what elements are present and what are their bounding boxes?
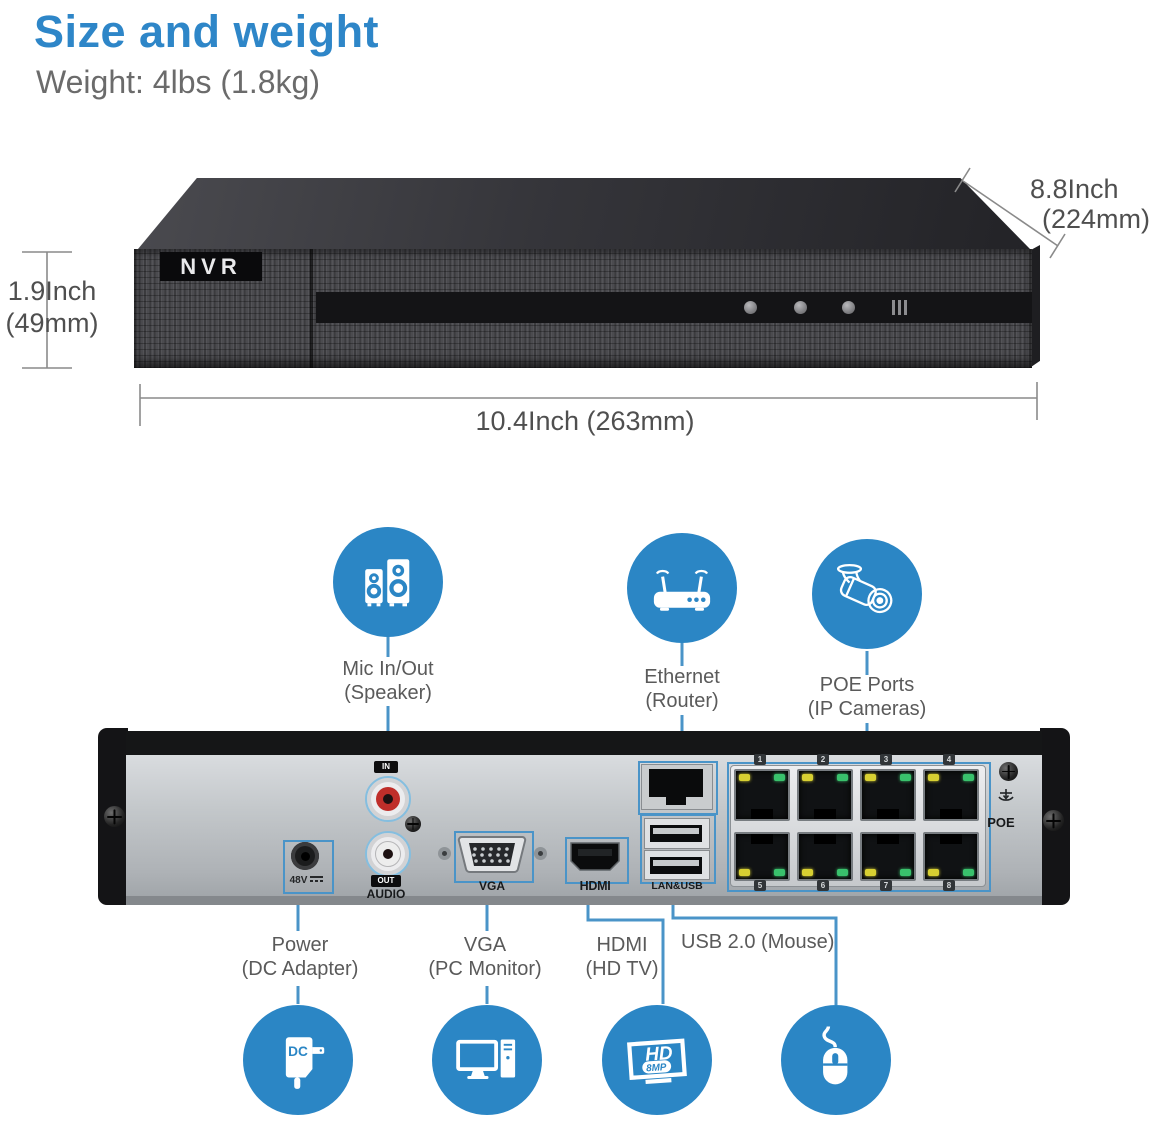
router-icon xyxy=(627,533,737,643)
usb-port xyxy=(644,818,710,849)
hd-text: HD xyxy=(645,1043,674,1066)
nvr-right-face xyxy=(1031,245,1040,367)
nvr-logo: NVR xyxy=(160,252,262,281)
hd-tv-icon: HD 8MP xyxy=(602,1005,712,1115)
mouse-icon xyxy=(781,1005,891,1115)
screw-icon xyxy=(1043,810,1064,831)
vga-port xyxy=(457,836,527,873)
screw-icon xyxy=(104,806,125,827)
led-indicator xyxy=(794,301,807,314)
dc-adapter-icon: DC xyxy=(243,1005,353,1115)
poe-label: POE xyxy=(987,815,1015,830)
poe-led-green xyxy=(774,774,785,781)
vga-callout-label: VGA(PC Monitor) xyxy=(428,934,542,980)
poe-port-number: 5 xyxy=(754,880,766,891)
poe-port-number: 2 xyxy=(817,754,829,765)
ground-icon xyxy=(998,789,1014,801)
vga-screw-hole xyxy=(534,847,547,860)
hdmi-port xyxy=(570,842,620,871)
router-label: Ethernet(Router) xyxy=(644,666,720,712)
poe-port-number: 1 xyxy=(754,754,766,765)
usb-highlight-box xyxy=(640,814,716,884)
usb-port xyxy=(644,850,710,880)
vga-highlight-box xyxy=(454,831,534,883)
audio-label: AUDIO xyxy=(366,887,406,901)
led-indicator xyxy=(842,301,855,314)
camera-icon xyxy=(812,539,922,649)
height-dimension-inch: 1.9Inch xyxy=(7,276,97,306)
poe-port xyxy=(923,832,979,881)
front-led-stripe xyxy=(316,292,1032,323)
audio-out-rca-jack xyxy=(365,831,411,877)
mp-text: 8MP xyxy=(646,1062,667,1074)
audio-in-rca-jack xyxy=(365,776,411,822)
poe-led-yellow xyxy=(739,774,750,781)
nvr-front-face: NVR xyxy=(134,249,1032,368)
poe-port xyxy=(797,832,853,881)
poe-port xyxy=(860,769,916,821)
audio-in-label: IN xyxy=(374,761,398,773)
poe-highlight-box xyxy=(727,762,991,892)
dimension-lines xyxy=(22,167,1066,426)
dc-text: DC xyxy=(288,1044,308,1059)
dc-symbol-icon xyxy=(310,876,324,884)
poe-port-number: 8 xyxy=(943,880,955,891)
poe-port xyxy=(923,769,979,821)
power-port-label: 48V xyxy=(283,875,330,886)
audio-out-label: OUT xyxy=(371,875,401,887)
depth-dimension-inch: 8.8Inch xyxy=(1030,174,1119,204)
dc-power-jack xyxy=(291,842,319,870)
power-callout-label: Power(DC Adapter) xyxy=(241,934,359,980)
nvr-top-face xyxy=(138,178,1030,249)
poe-ports-label: POE Ports(IP Cameras) xyxy=(807,674,927,720)
vga-label: VGA xyxy=(478,879,505,893)
screw-icon xyxy=(999,762,1018,781)
vga-screw-hole xyxy=(438,847,451,860)
pc-monitor-icon xyxy=(432,1005,542,1115)
poe-port xyxy=(860,832,916,881)
poe-port-number: 3 xyxy=(880,754,892,765)
poe-port xyxy=(734,769,790,821)
power-highlight-box xyxy=(283,840,334,894)
hdmi-callout-label: HDMI(HD TV) xyxy=(585,934,659,980)
hdmi-label: HDMI xyxy=(579,879,611,893)
vent-icon xyxy=(892,300,907,315)
poe-port-number: 4 xyxy=(943,754,955,765)
speakers-icon xyxy=(333,527,443,637)
panel-top-strip xyxy=(126,731,1042,755)
page-title: Size and weight xyxy=(34,6,380,57)
weight-text: Weight: 4lbs (1.8kg) xyxy=(36,64,320,100)
width-dimension: 10.4Inch (263mm) xyxy=(475,406,695,436)
depth-dimension-mm: (224mm) xyxy=(1042,204,1151,234)
poe-port xyxy=(797,769,853,821)
panel-bottom-strip xyxy=(126,896,1042,905)
lan-usb-label: LAN&USB xyxy=(651,880,703,892)
front-panel-divider xyxy=(310,249,313,368)
speakers-label: Mic In/Out(Speaker) xyxy=(342,658,434,704)
rear-panel: 48V IN OUT AUDIO VGA xyxy=(98,728,1070,905)
screw-icon xyxy=(405,816,421,832)
led-indicator xyxy=(744,301,757,314)
poe-port-number: 7 xyxy=(880,880,892,891)
ethernet-port xyxy=(641,764,713,810)
poe-port-number: 6 xyxy=(817,880,829,891)
usb-callout-label: USB 2.0 (Mouse) xyxy=(681,931,835,953)
hdmi-highlight-box xyxy=(565,837,629,884)
poe-port xyxy=(734,832,790,881)
height-dimension-mm: (49mm) xyxy=(5,308,99,338)
